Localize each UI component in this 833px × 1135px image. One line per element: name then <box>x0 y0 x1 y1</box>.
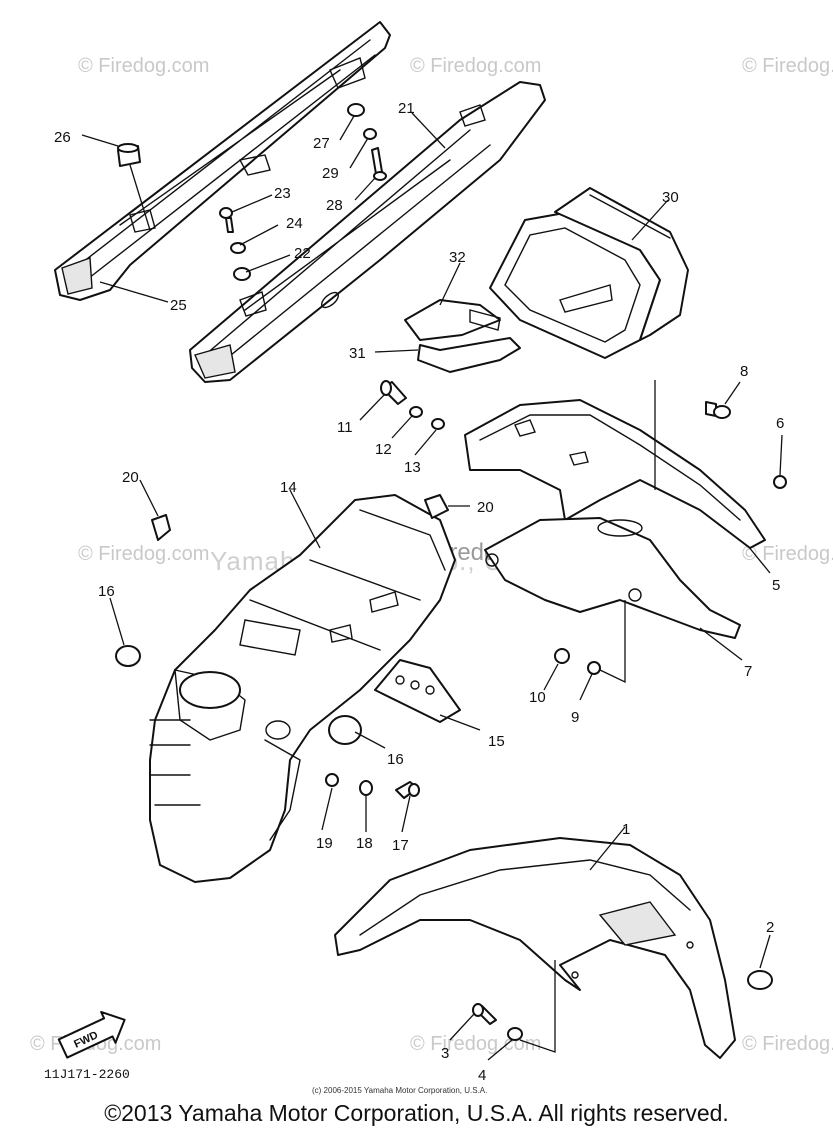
callout-31: 31 <box>349 345 366 362</box>
part-26-grommet <box>117 143 141 167</box>
part-20-clip-left <box>151 514 171 541</box>
callout-20b: 20 <box>477 499 494 516</box>
fwd-arrow-icon: FWD <box>57 1010 126 1059</box>
part-16-grommet-right <box>328 715 362 745</box>
callout-18: 18 <box>356 835 373 852</box>
callout-29: 29 <box>322 165 339 182</box>
part-13-washer <box>431 418 445 430</box>
callout-7: 7 <box>744 663 752 680</box>
callout-9: 9 <box>571 709 579 726</box>
part-21-side-cover <box>189 81 546 383</box>
part-6-nut <box>773 475 787 489</box>
watermark-firedog: © Firedog.com <box>742 1033 833 1055</box>
part-3-bolt <box>472 1003 497 1025</box>
part-2-bolt <box>747 970 773 990</box>
callout-22: 22 <box>294 245 311 262</box>
watermark-firedog: © Firedog.com <box>410 1033 541 1055</box>
part-20-clip-right <box>424 494 449 519</box>
callout-16b: 16 <box>387 751 404 768</box>
callout-10: 10 <box>529 689 546 706</box>
watermark-firedog: © Firedog.com <box>78 543 209 565</box>
small-copyright: (c) 2006-2015 Yamaha Motor Corporation, … <box>312 1086 487 1095</box>
part-23-bolt <box>219 207 234 233</box>
callout-26: 26 <box>54 129 71 146</box>
part-1-front-fender <box>334 837 736 1059</box>
part-32-strap <box>404 299 521 373</box>
reference-code: 11J171-2260 <box>44 1067 130 1082</box>
copyright-footer: ©2013 Yamaha Motor Corporation, U.S.A. A… <box>104 1100 729 1126</box>
part-25-side-cover <box>54 21 391 301</box>
callout-5: 5 <box>772 577 780 594</box>
part-4-washer <box>507 1027 523 1041</box>
callout-16a: 16 <box>98 583 115 600</box>
part-18-washer <box>359 780 373 796</box>
callout-6: 6 <box>776 415 784 432</box>
callout-2: 2 <box>766 919 774 936</box>
part-14-inner-fender <box>149 494 456 883</box>
part-28-bolt <box>371 147 387 181</box>
callout-15: 15 <box>488 733 505 750</box>
watermark-firedog: © Firedog.com <box>410 55 541 77</box>
callout-25: 25 <box>170 297 187 314</box>
hardware-parts <box>115 103 787 1041</box>
callout-19: 19 <box>316 835 333 852</box>
callout-17: 17 <box>392 837 409 854</box>
part-24-washer <box>230 242 246 254</box>
part-10-nut <box>554 648 570 664</box>
callout-13: 13 <box>404 459 421 476</box>
watermark-firedog: © Firedog.com <box>78 55 209 77</box>
part-27-washer <box>347 103 365 117</box>
watermark-firedog: © Firedog.com <box>742 55 833 77</box>
callout-23: 23 <box>274 185 291 202</box>
part-17-bolt <box>395 781 420 799</box>
callout-32: 32 <box>449 249 466 266</box>
callout-labels: 1 2 3 4 5 6 7 8 9 10 11 12 13 14 15 16 1… <box>54 100 784 1084</box>
callout-24: 24 <box>286 215 303 232</box>
part-12-washer <box>409 406 423 418</box>
part-30-tool-box <box>489 187 689 359</box>
callout-14: 14 <box>280 479 297 496</box>
callout-28: 28 <box>326 197 343 214</box>
part-15-plate <box>374 659 461 723</box>
callout-20a: 20 <box>122 469 139 486</box>
callout-12: 12 <box>375 441 392 458</box>
watermark-firedog: © Firedog.com <box>742 543 833 565</box>
callout-27: 27 <box>313 135 330 152</box>
callout-21: 21 <box>398 100 415 117</box>
part-29-nut <box>363 128 377 140</box>
part-7-rear-fender-lower <box>484 517 741 639</box>
callout-3: 3 <box>441 1045 449 1062</box>
part-9-nut <box>587 661 601 675</box>
callout-11: 11 <box>337 419 353 436</box>
callout-1: 1 <box>622 821 630 838</box>
callout-4: 4 <box>478 1067 486 1084</box>
leader-lines <box>81 112 783 1061</box>
part-16-grommet-left <box>115 645 141 667</box>
part-11-bolt <box>380 380 407 405</box>
part-19-washer <box>325 773 339 787</box>
part-22-washer <box>233 267 251 281</box>
callout-8: 8 <box>740 363 748 380</box>
part-8-bolt <box>705 401 731 419</box>
callout-30: 30 <box>662 189 679 206</box>
part-5-rear-fender <box>464 399 766 549</box>
